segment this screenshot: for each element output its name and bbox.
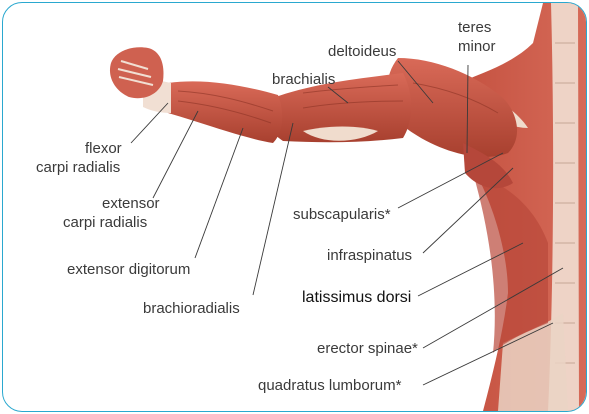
label-subscapularis: subscapularis* <box>293 206 391 223</box>
label-brachioradialis: brachioradialis <box>143 300 240 317</box>
label-teres-minor-2: minor <box>458 38 496 55</box>
leader-extensor-cr <box>153 111 198 198</box>
label-brachialis: brachialis <box>272 71 335 88</box>
label-extensor-cr-2: carpi radialis <box>63 214 147 231</box>
label-flexor-1: flexor <box>85 140 122 157</box>
label-erector-spinae: erector spinae* <box>317 340 418 357</box>
leader-brachioradialis <box>253 123 293 295</box>
label-flexor-2: carpi radialis <box>36 159 120 176</box>
leader-extensor-digitorum <box>195 128 243 258</box>
label-extensor-digitorum: extensor digitorum <box>67 261 190 278</box>
label-quadratus-lumborum: quadratus lumborum* <box>258 377 401 394</box>
label-extensor-cr-1: extensor <box>102 195 160 212</box>
label-latissimus-dorsi: latissimus dorsi <box>302 289 411 306</box>
label-infraspinatus: infraspinatus <box>327 247 412 264</box>
label-deltoideus: deltoideus <box>328 43 396 60</box>
label-teres-minor-1: teres <box>458 19 491 36</box>
